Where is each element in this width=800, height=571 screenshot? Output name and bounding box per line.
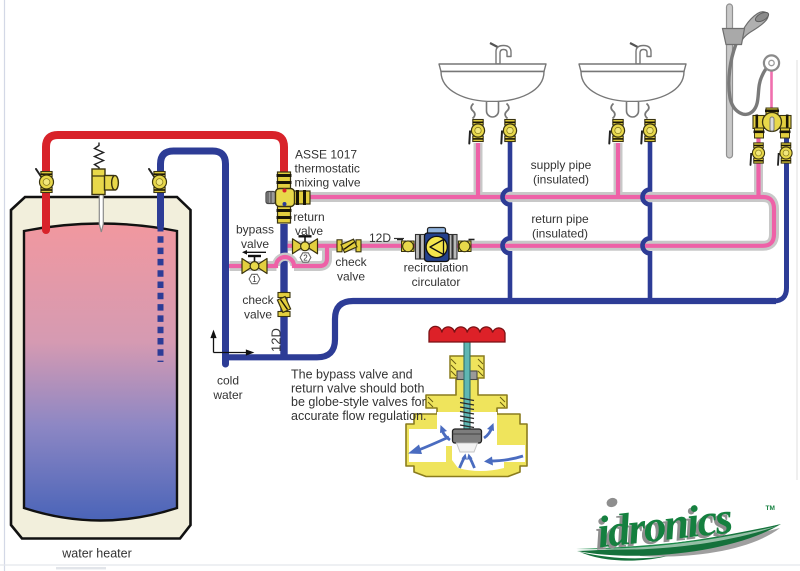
svg-text:(insulated): (insulated): [532, 227, 588, 241]
svg-text:cold: cold: [217, 374, 239, 388]
svg-text:check: check: [335, 255, 367, 269]
svg-text:thermostatic: thermostatic: [295, 162, 360, 176]
svg-text:valve: valve: [241, 237, 269, 251]
svg-text:(insulated): (insulated): [533, 173, 589, 187]
svg-text:circulator: circulator: [412, 275, 461, 289]
svg-text:water: water: [212, 388, 242, 402]
svg-text:TM: TM: [766, 505, 775, 512]
svg-text:water heater: water heater: [61, 547, 131, 561]
svg-text:12D: 12D: [269, 328, 284, 352]
svg-text:12D: 12D: [369, 231, 391, 245]
svg-text:mixing valve: mixing valve: [295, 176, 361, 190]
svg-text:return valve should both: return valve should both: [291, 381, 424, 395]
svg-text:recirculation: recirculation: [404, 261, 469, 275]
svg-text:ASSE 1017: ASSE 1017: [295, 148, 357, 162]
svg-text:1: 1: [252, 275, 257, 284]
svg-text:2: 2: [303, 253, 308, 262]
svg-text:return pipe: return pipe: [531, 212, 589, 226]
svg-text:valve: valve: [244, 308, 272, 322]
svg-text:be globe-style valves for: be globe-style valves for: [291, 395, 426, 409]
svg-text:return: return: [293, 210, 324, 224]
svg-text:supply pipe: supply pipe: [531, 158, 592, 172]
svg-text:check: check: [242, 293, 274, 307]
svg-text:valve: valve: [337, 270, 365, 284]
svg-text:The bypass valve and: The bypass valve and: [291, 368, 413, 382]
svg-text:bypass: bypass: [236, 223, 274, 237]
svg-text:accurate flow regulation.: accurate flow regulation.: [291, 409, 427, 423]
svg-text:valve: valve: [295, 224, 323, 238]
